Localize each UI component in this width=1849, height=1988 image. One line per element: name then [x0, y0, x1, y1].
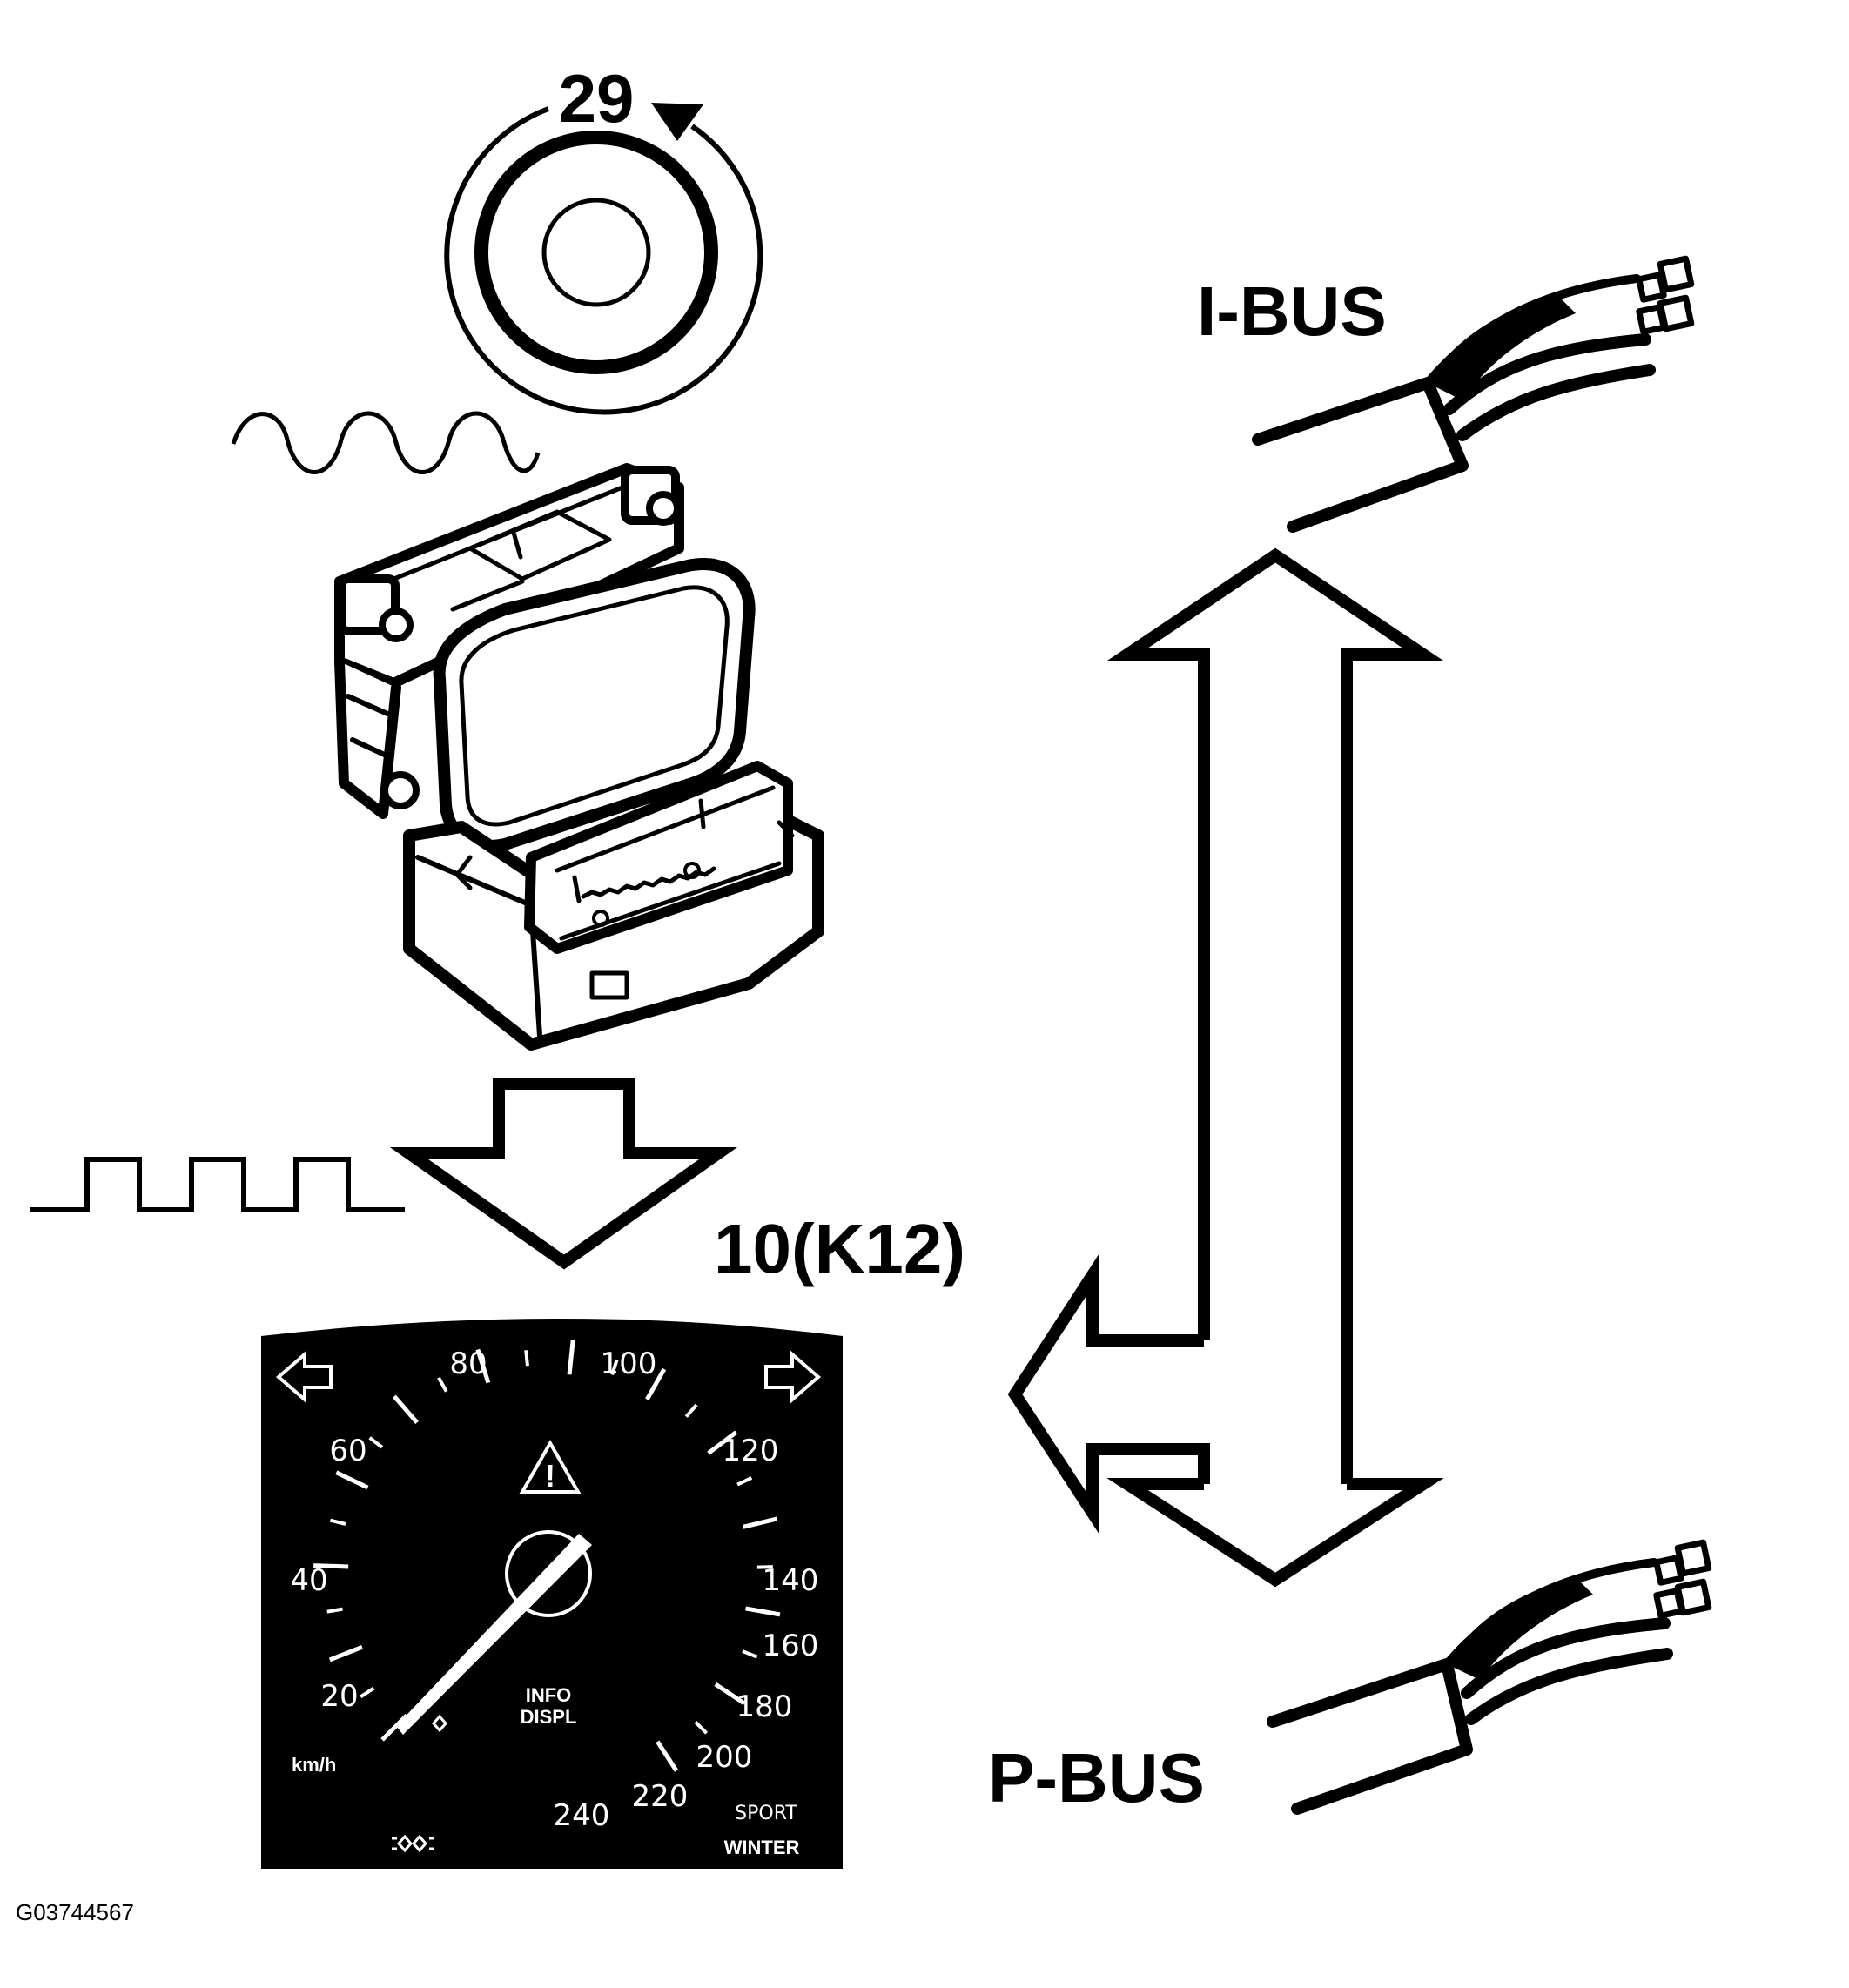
square-wave-icon: [30, 1157, 405, 1212]
speed-tick: [329, 1518, 346, 1526]
speed-tick: [742, 1649, 758, 1659]
speed-tick: [714, 1682, 746, 1706]
speed-tick: [707, 1430, 738, 1455]
speed-tick: [437, 1376, 448, 1393]
speed-label-160: 160: [763, 1629, 819, 1663]
wheel-speed-sensor-icon: [444, 103, 763, 415]
light-indicator-icon: [392, 1834, 434, 1853]
info-display-label-line1: INFO: [526, 1684, 572, 1706]
speed-label-120: 120: [723, 1434, 779, 1468]
instrument-cluster: ! 20 40 60 80 100 120 140 160 180 200 22…: [261, 1319, 843, 1869]
figure-code: G03744567: [16, 1899, 134, 1925]
info-display-label-line2: DISPL: [521, 1706, 577, 1728]
needle-hub: [505, 1530, 592, 1617]
speed-tick: [756, 1565, 773, 1569]
pbus-label: P-BUS: [988, 1739, 1205, 1817]
speed-label-180: 180: [736, 1689, 793, 1724]
sport-mode-label: SPORT: [735, 1803, 797, 1824]
speed-tick: [645, 1367, 667, 1401]
speed-tick: [326, 1607, 343, 1614]
speed-label-220: 220: [632, 1779, 689, 1814]
speed-label-100: 100: [601, 1347, 657, 1381]
speed-label-140: 140: [763, 1563, 819, 1598]
bus-connector-icon: [1267, 1539, 1712, 1815]
speed-tick: [360, 1686, 375, 1699]
speed-tick: [745, 1606, 781, 1617]
speedometer-needle: [396, 1534, 592, 1735]
abs-control-module-icon: [334, 463, 824, 1051]
speed-tick: [392, 1394, 419, 1425]
speed-unit-label: km/h: [292, 1754, 336, 1776]
wheel-sensor-number: 29: [559, 60, 635, 137]
turn-signal-arrow-icon: [275, 1350, 333, 1404]
speed-tick: [743, 1516, 778, 1529]
speed-tick: [368, 1436, 384, 1449]
speed-tick: [567, 1340, 575, 1375]
speed-tick: [610, 1359, 619, 1376]
speed-label-200: 200: [696, 1740, 753, 1775]
speed-tick: [524, 1350, 529, 1367]
speed-tick: [335, 1470, 369, 1490]
speed-label-40: 40: [290, 1563, 327, 1598]
speed-tick: [694, 1721, 709, 1735]
speed-label-80: 80: [449, 1347, 487, 1381]
speed-tick: [328, 1644, 363, 1662]
ibus-label: I-BUS: [1197, 272, 1387, 350]
rotation-arrowhead: [651, 103, 703, 141]
speed-tick: [475, 1348, 491, 1384]
winter-mode-label: WINTER: [724, 1837, 800, 1858]
speed-label-240: 240: [554, 1798, 610, 1833]
speed-tick: [656, 1740, 679, 1772]
speed-label-20: 20: [320, 1679, 358, 1714]
speed-tick: [313, 1563, 349, 1569]
bus-arrows: [1007, 547, 1444, 1588]
bus-connector-icon: [1252, 255, 1695, 533]
bus-to-cluster-arrow: [1015, 555, 1275, 1513]
turn-signal-arrow-icon: [764, 1350, 822, 1404]
module-label: 10(K12): [714, 1210, 965, 1287]
warning-triangle-icon: !: [519, 1439, 582, 1494]
svg-text:!: !: [545, 1458, 555, 1494]
speed-tick: [684, 1403, 698, 1418]
signal-down-arrow: [389, 1078, 738, 1270]
sine-wave-icon: [231, 411, 541, 474]
speed-label-60: 60: [329, 1434, 366, 1468]
speed-tick: [736, 1476, 753, 1487]
